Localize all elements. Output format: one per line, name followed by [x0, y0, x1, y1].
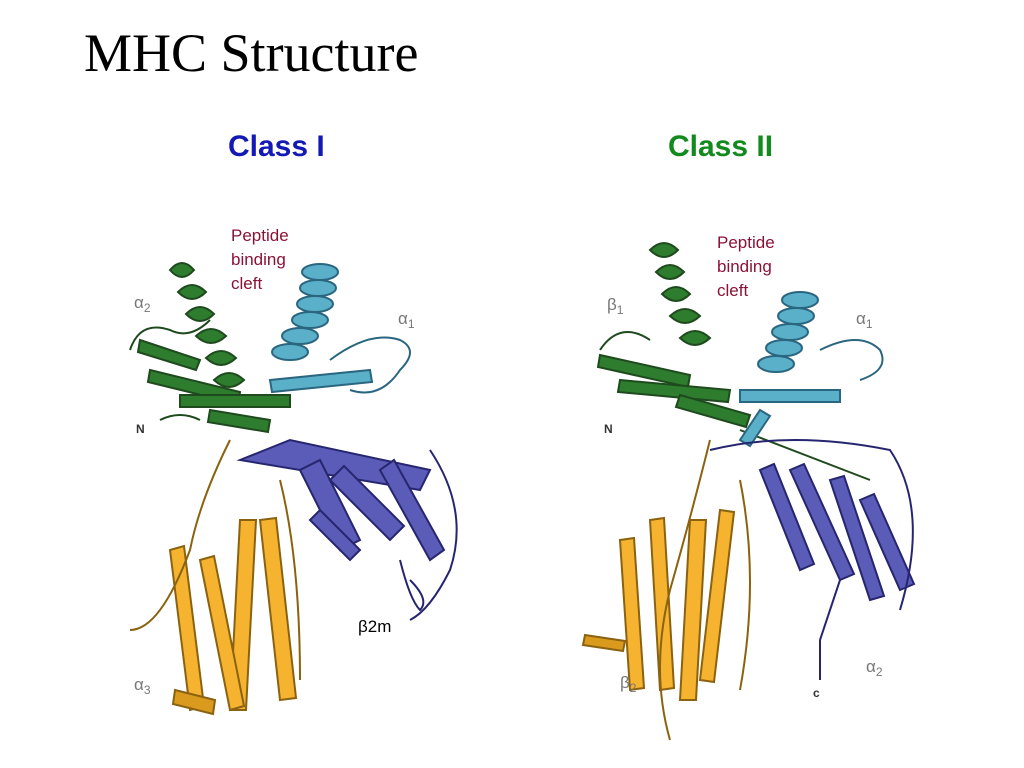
cleft-line: binding — [717, 257, 772, 276]
class-i-alpha3-label: α3 — [134, 675, 151, 697]
class-i-b2m-label: β2m — [358, 617, 392, 636]
class-i-beta2m-domain — [236, 438, 458, 621]
cleft-line: Peptide — [717, 233, 775, 252]
class-ii-beta1-label: β1 — [607, 295, 624, 317]
cleft-line: Peptide — [231, 226, 289, 245]
class-i-alpha1-label: α1 — [398, 309, 415, 331]
class-ii-beta2-domain — [581, 439, 751, 741]
class-ii-alpha1-label: α1 — [856, 309, 873, 331]
class-i-alpha1-domain — [268, 263, 411, 394]
class-ii-heading: Class II — [668, 130, 774, 163]
class-i-peptide-cleft-label: Peptide binding cleft — [231, 224, 289, 296]
class-ii-alpha2-domain — [709, 439, 916, 680]
class-ii-alpha2-label: α2 — [866, 657, 883, 679]
class-i-alpha2-label: α2 — [134, 293, 151, 315]
class-i-alpha3-domain — [129, 439, 301, 716]
cleft-line: cleft — [717, 281, 749, 300]
cleft-line: cleft — [231, 274, 263, 293]
class-i-n-terminus-label: N — [136, 422, 145, 436]
class-ii-c-terminus-label: c — [813, 686, 820, 700]
class-ii-beta1-domain — [596, 242, 871, 481]
cleft-line: binding — [231, 250, 286, 269]
class-ii-beta2-label: β2 — [620, 673, 637, 695]
class-i-alpha2-domain — [129, 262, 291, 434]
class-ii-alpha1-domain — [738, 291, 884, 448]
slide-title: MHC Structure — [84, 23, 419, 83]
class-ii-n-terminus-label: N — [604, 422, 613, 436]
class-ii-peptide-cleft-label: Peptide binding cleft — [717, 231, 775, 303]
class-i-heading: Class I — [228, 130, 325, 163]
